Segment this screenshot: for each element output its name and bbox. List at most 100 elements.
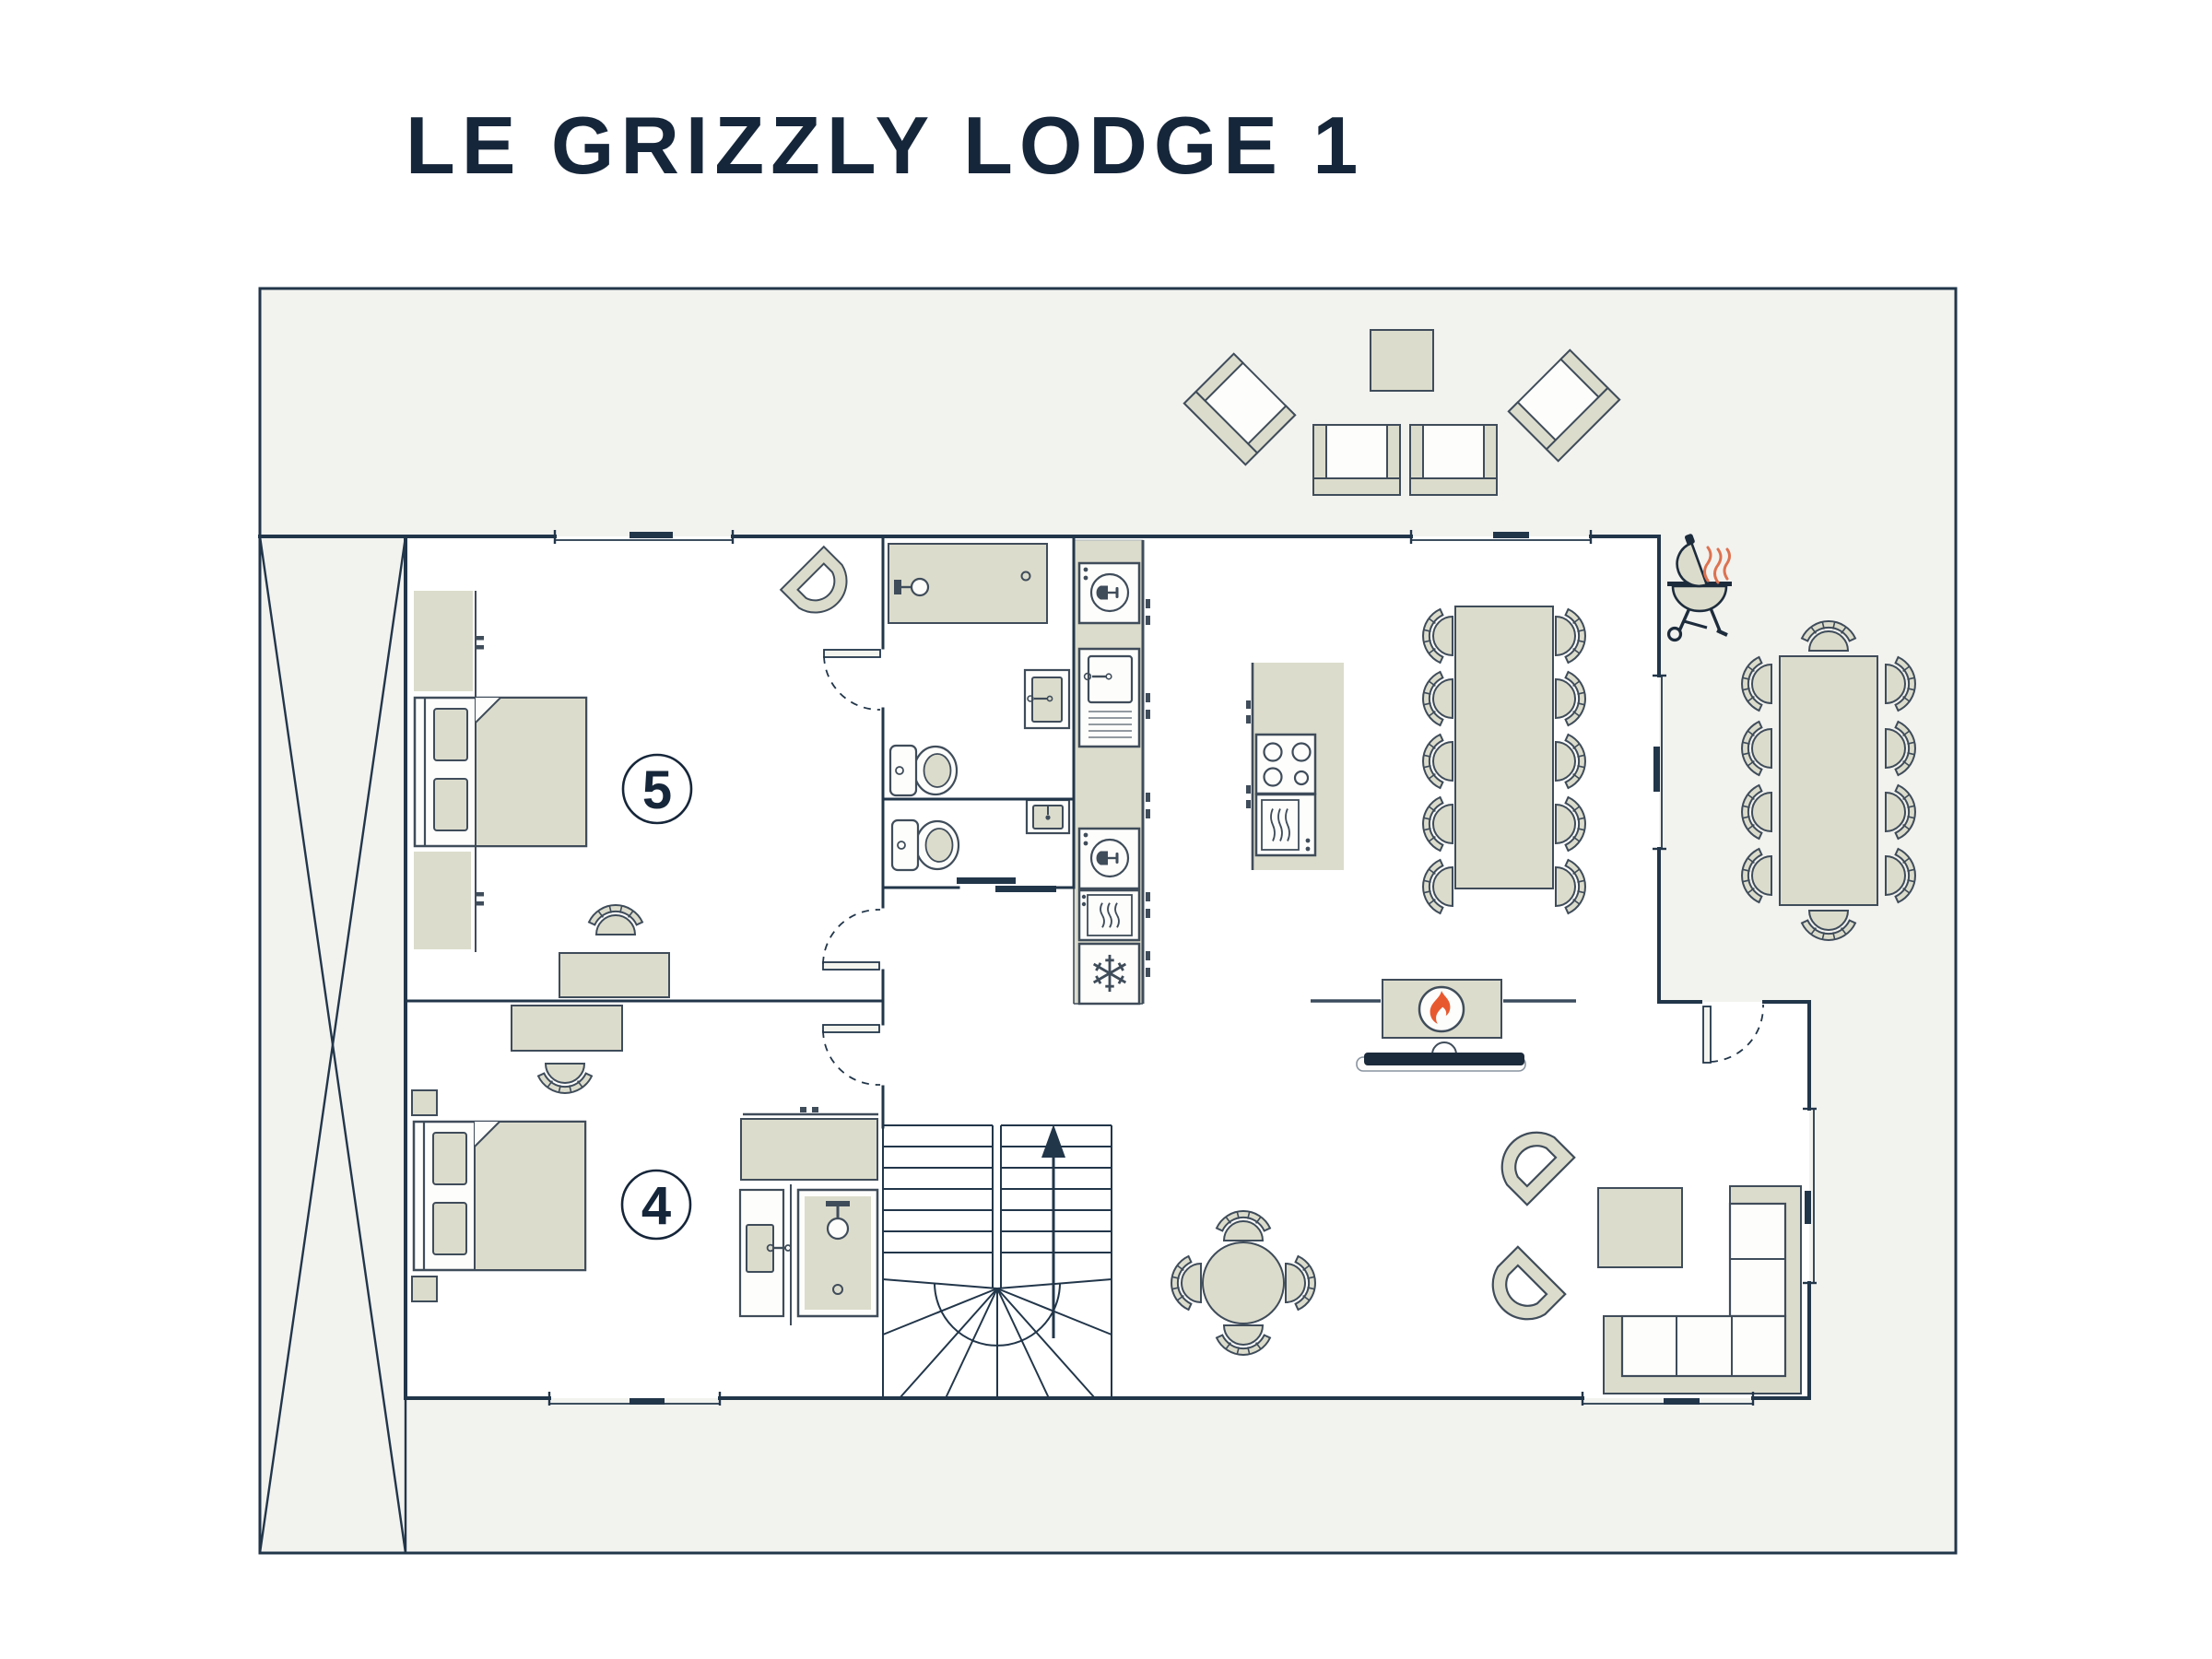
doors — [822, 649, 1764, 1086]
bbq-lid-path — [1676, 541, 1709, 588]
windows — [547, 530, 1817, 1406]
bedroom-5-rect — [477, 892, 484, 897]
tv-rect — [1364, 1053, 1524, 1065]
dishwasher — [1077, 827, 1141, 890]
stairs-up-arrow-polygon — [1041, 1124, 1065, 1158]
kitchen-island-rect — [1246, 785, 1251, 794]
bedroom-4-ensuite-circle — [766, 1243, 775, 1253]
door-bedroom-4-rect — [822, 1024, 880, 1033]
dishwasher-circle — [1083, 832, 1088, 838]
double-bed — [413, 696, 588, 848]
kitchen-island-rect — [1246, 800, 1251, 808]
door-bedroom-5 — [822, 909, 881, 971]
door-ensuite-5-path — [823, 655, 881, 711]
staircase-g — [882, 1124, 1112, 1399]
counter-handles-rect — [1146, 599, 1150, 608]
bedroom-4-ensuite-circle — [784, 1244, 792, 1252]
windows-rect — [629, 532, 673, 538]
bbq-heat — [1703, 546, 1731, 584]
dishwasher-circle — [1083, 567, 1088, 572]
bathroom-vanity — [1023, 668, 1071, 730]
oven — [1077, 888, 1141, 942]
cooktop-circle — [1263, 767, 1283, 787]
bbq-heat-path — [1723, 547, 1731, 581]
pocket-door — [957, 877, 1016, 884]
tv — [1356, 1041, 1526, 1072]
bbq-lid-rect — [1684, 534, 1695, 546]
bedroom-5-rect — [477, 901, 484, 906]
corner-sofa-rect — [1620, 1314, 1787, 1378]
nightstand — [411, 1089, 438, 1116]
coffee-table — [1597, 1187, 1683, 1268]
walls-g — [404, 535, 1076, 1129]
staircase-g-line — [899, 1288, 998, 1399]
bathroom — [888, 543, 1071, 872]
terrace-lounge — [1182, 329, 1621, 496]
windows-rect — [1493, 532, 1529, 538]
door-ensuite-5 — [823, 649, 881, 711]
door-ensuite-5-rect — [823, 649, 881, 658]
void-x-line — [258, 535, 407, 1554]
oven-rect — [1087, 894, 1133, 936]
shower — [796, 1188, 879, 1318]
windows-rect — [1805, 1191, 1811, 1224]
counter-handles-rect — [1146, 793, 1150, 802]
breakfast-table — [1171, 1210, 1316, 1356]
breakfast-table-circle — [1202, 1241, 1285, 1324]
staircase — [882, 1124, 1112, 1399]
door-terrace — [1702, 1004, 1764, 1064]
bathtub — [888, 543, 1048, 624]
staircase-g-line — [882, 1288, 998, 1335]
kitchen — [1073, 539, 1344, 1006]
bedroom-4 — [411, 1005, 879, 1325]
door-bedroom-5-path — [822, 909, 881, 965]
dishwasher-circle — [1083, 841, 1088, 846]
windows-rect — [1653, 747, 1660, 792]
dishwasher-rect — [1077, 827, 1141, 890]
counter-handles-rect — [1146, 968, 1150, 977]
door-bedroom-4 — [822, 1024, 881, 1086]
room-5-badge — [621, 753, 693, 825]
kitchen-sink-circle — [1105, 673, 1112, 680]
room-labels: 5 4 — [620, 753, 693, 1241]
cooktop — [1254, 733, 1317, 795]
staircase-g-line — [996, 1288, 1050, 1399]
dishwasher — [1077, 561, 1141, 625]
counter-handles — [1146, 599, 1150, 977]
bbq-grill-g-line — [1716, 629, 1728, 637]
outdoor-side-table — [1370, 329, 1434, 392]
dining-table — [1454, 606, 1554, 889]
island-oven-circle — [1305, 846, 1311, 852]
wardrobe — [414, 852, 471, 949]
double-bed — [412, 1120, 587, 1272]
outdoor-dining-table — [1779, 655, 1878, 906]
staircase-g-line — [882, 1278, 998, 1289]
kitchen-sink-g — [1088, 711, 1132, 738]
living-room — [1171, 979, 1802, 1394]
door-terrace-path — [1710, 1004, 1764, 1063]
wc-vanity — [1025, 798, 1071, 835]
bedroom-4-ensuite — [738, 1107, 879, 1325]
toilet — [888, 744, 959, 797]
bbq-heat-path — [1703, 546, 1712, 582]
room-5-label: 5 — [642, 760, 672, 820]
counter-handles-rect — [1146, 710, 1150, 719]
kitchen-island-rect — [1246, 715, 1251, 724]
windows-rect — [629, 1398, 665, 1405]
flame-icon — [1430, 990, 1451, 1024]
dining-area — [1422, 606, 1586, 914]
bbq-grill-g-line — [1677, 607, 1691, 634]
door-bedroom-5-rect — [822, 961, 880, 971]
windows-rect — [1664, 1398, 1700, 1405]
counter-handles-rect — [1146, 809, 1150, 818]
fireplace — [1382, 979, 1502, 1039]
vanity-counter — [740, 1118, 878, 1181]
oven-circle — [1081, 901, 1087, 907]
shower-rect — [826, 1201, 850, 1206]
terrace-dining — [1741, 620, 1916, 941]
bedroom-5-rect — [477, 636, 484, 641]
pocket-door — [995, 886, 1056, 892]
room-4-label: 4 — [641, 1176, 671, 1236]
nightstand — [411, 1276, 438, 1302]
